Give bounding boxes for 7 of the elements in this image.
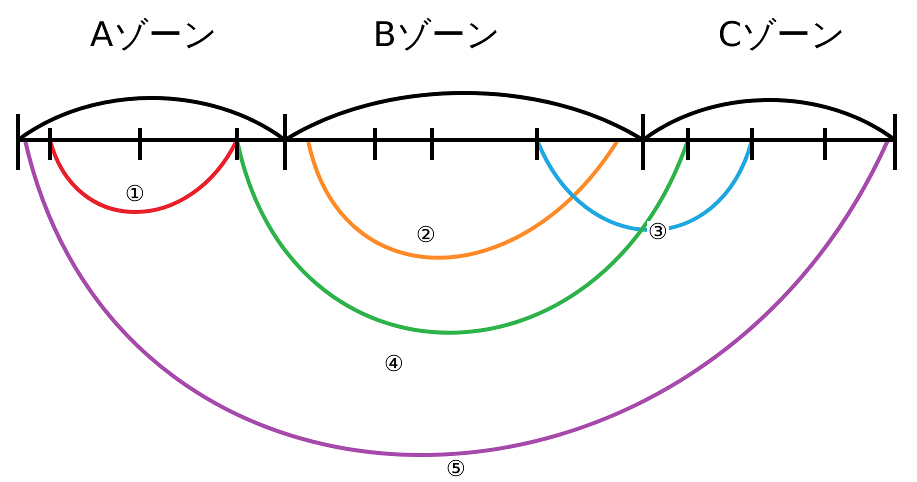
zone-title: Aゾーン <box>90 15 218 56</box>
zone-arc <box>18 15 285 140</box>
curve-connector <box>23 139 890 457</box>
zone-arc <box>643 15 895 140</box>
zone-arc <box>285 15 643 140</box>
zone-title: Cゾーン <box>718 15 846 56</box>
zone-title: Bゾーン <box>373 15 500 56</box>
